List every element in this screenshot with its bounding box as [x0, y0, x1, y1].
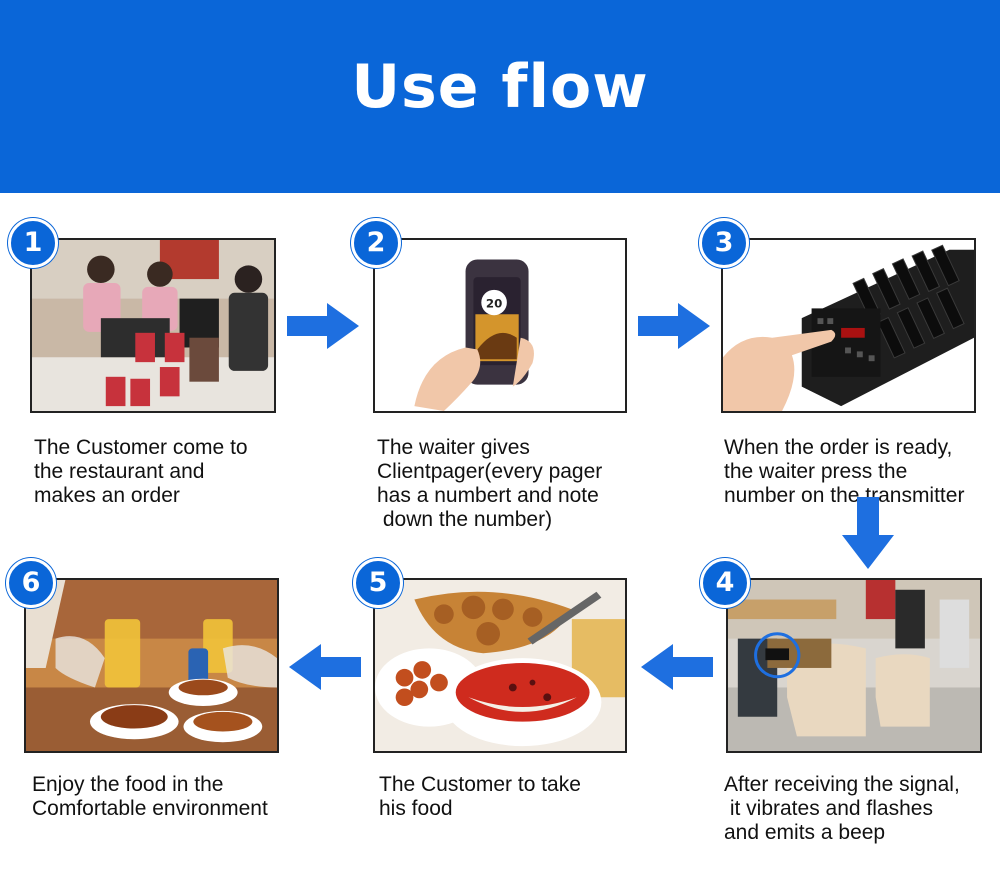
- step-2-caption: The waiter gives Clientpager(every pager…: [377, 436, 603, 531]
- step-6-photo: [24, 578, 279, 753]
- page-title: Use flow: [351, 52, 649, 122]
- step-1-caption: The Customer come to the restaurant and …: [34, 436, 248, 507]
- arrow-right-1-to-2: [287, 303, 359, 349]
- step-5-badge: 5: [353, 558, 403, 608]
- step-4-photo: [726, 578, 982, 753]
- arrow-right-2-to-3: [638, 303, 710, 349]
- step-1-photo: [30, 238, 276, 413]
- step-3-photo: [721, 238, 976, 413]
- step-5-photo: [373, 578, 627, 753]
- arrow-left-4-to-5: [641, 644, 713, 690]
- step-6-badge: 6: [6, 558, 56, 608]
- step-3-caption: When the order is ready, the waiter pres…: [724, 436, 965, 507]
- pager-number: 20: [486, 296, 502, 310]
- header-banner: Use flow: [0, 0, 1000, 193]
- step-3-badge: 3: [699, 218, 749, 268]
- step-2-photo: 20: [373, 238, 627, 413]
- step-1-badge: 1: [8, 218, 58, 268]
- step-6-caption: Enjoy the food in the Comfortable enviro…: [32, 773, 268, 820]
- step-4-badge: 4: [700, 558, 750, 608]
- arrow-left-5-to-6: [289, 644, 361, 690]
- arrow-down-3-to-4: [842, 497, 894, 569]
- step-5-caption: The Customer to take his food: [379, 773, 581, 820]
- step-2-badge: 2: [351, 218, 401, 268]
- step-4-caption: After receiving the signal, it vibrates …: [724, 773, 960, 844]
